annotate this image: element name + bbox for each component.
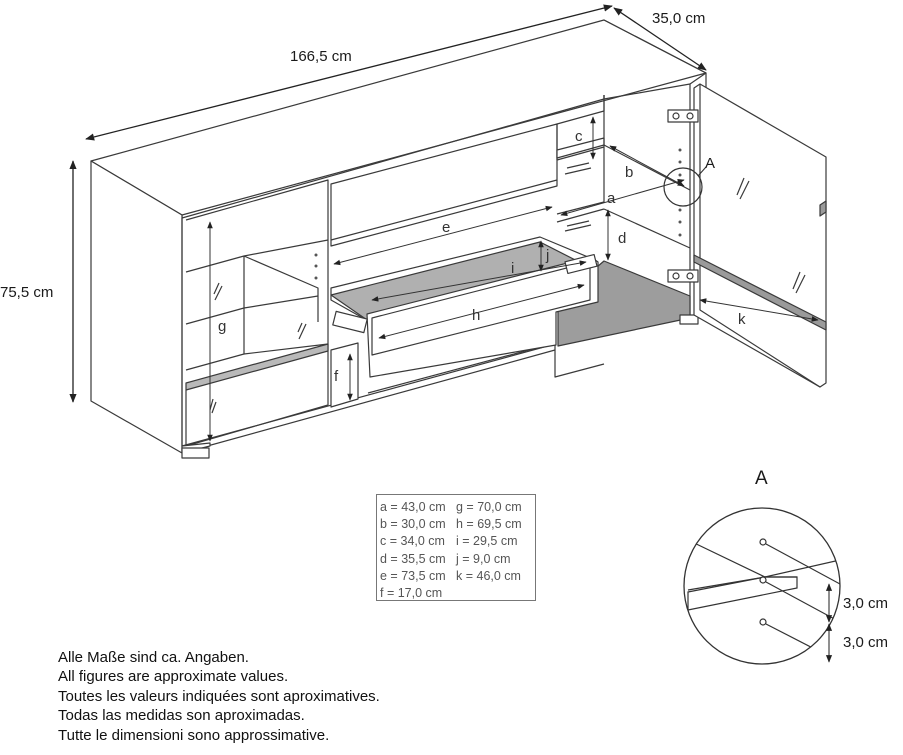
sideboard-body (90, 19, 707, 459)
letter-f: f (334, 368, 339, 385)
letter-h: h (472, 307, 480, 324)
legend-j: j = 9,0 cm (456, 551, 511, 566)
legend-g: g = 70,0 cm (456, 500, 522, 514)
letter-c: c (575, 128, 583, 145)
note-fr: Toutes les valeurs indiquées sont aproxi… (58, 687, 380, 705)
letter-d: d (618, 230, 626, 247)
letter-k: k (738, 311, 746, 328)
depth-dimension (613, 7, 707, 71)
open-drawer (330, 236, 599, 378)
dimension-legend: a = 43,0 cm g = 70,0 cm b = 30,0 cm h = 69… (376, 494, 536, 601)
detail-spacing-1: 3,0 cm (843, 595, 888, 612)
open-door (667, 83, 827, 388)
detail-a: 3,0 cm 3,0 cm (683, 507, 888, 665)
legend-f: f = 17,0 cm (380, 586, 443, 601)
disclaimer-notes: Alle Maße sind ca. Angaben. All figures … (58, 648, 380, 745)
legend-a: a = 43,0 cm (380, 500, 446, 514)
height-label: 75,5 cm (0, 284, 53, 301)
dimension-letters: a b c d e f g h i j k (218, 128, 746, 385)
door-glass-strip-top (819, 200, 827, 217)
letter-g: g (218, 318, 226, 335)
legend-i: i = 29,5 cm (456, 534, 518, 549)
note-en: All figures are approximate values. (58, 668, 289, 686)
left-shelf (185, 343, 329, 391)
note-de: Alle Maße sind ca. Angaben. (58, 649, 249, 666)
letter-i: i (511, 260, 514, 277)
foot-front (181, 447, 210, 459)
foot-back (679, 314, 699, 325)
legend-d: d = 35,5 cm (380, 551, 446, 566)
legend-e: e = 73,5 cm (380, 568, 446, 583)
legend-c: c = 34,0 cm (380, 534, 445, 549)
letter-a: a (607, 190, 616, 207)
legend-b: b = 30,0 cm (380, 517, 446, 532)
detail-marker-circle (663, 167, 703, 207)
width-label: 166,5 cm (290, 48, 352, 65)
legend-h: h = 69,5 cm (456, 517, 522, 532)
note-it: Tutte le dimensioni sono approssimative. (58, 726, 330, 744)
legend-k: k = 46,0 cm (456, 568, 521, 583)
drawer-runner-left (332, 310, 368, 334)
width-dimension (85, 4, 613, 141)
note-es: Todas las medidas son aproximadas. (58, 707, 305, 725)
letter-e: e (442, 219, 450, 236)
depth-label: 35,0 cm (652, 10, 705, 27)
detail-title: A (755, 468, 768, 489)
letter-j: j (545, 247, 549, 264)
detail-spacing-2: 3,0 cm (843, 634, 888, 651)
detail-marker-label: A (705, 155, 715, 172)
internal-dimension-lines (207, 116, 819, 442)
letter-b: b (625, 164, 633, 181)
